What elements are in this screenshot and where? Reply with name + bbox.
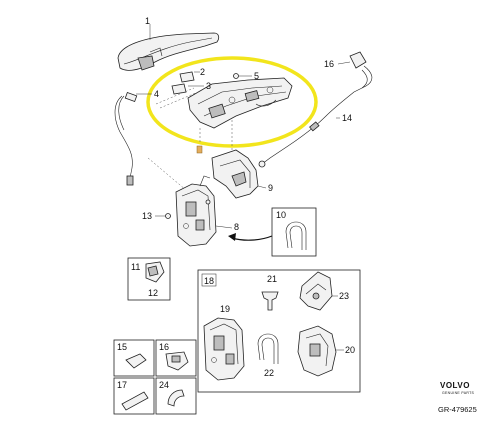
callout-13: 13 xyxy=(142,211,152,221)
callout-2: 2 xyxy=(200,67,205,77)
callout-21: 21 xyxy=(267,274,277,284)
part-10-box: 10 xyxy=(271,207,317,257)
callout-3: 3 xyxy=(206,81,211,91)
part-1-outer-handle: 1 xyxy=(117,16,220,71)
part-22-hose: 22 xyxy=(257,333,279,378)
part-11-box: 11 12 xyxy=(127,257,171,301)
part-2-gasket: 2 3 xyxy=(155,67,211,109)
callout-5: 5 xyxy=(254,71,259,81)
part-9-bracket: 9 xyxy=(211,149,273,199)
part-16-box: 16 xyxy=(155,339,197,377)
part-21-plug: 21 xyxy=(261,274,279,311)
callout-15: 15 xyxy=(117,342,127,352)
brand-subtitle: GENUINE PARTS xyxy=(442,391,475,395)
callout-16: 16 xyxy=(324,59,334,69)
part-20-housing: 20 xyxy=(297,325,355,377)
callout-16-box: 16 xyxy=(159,342,169,352)
part-18-box: 18 xyxy=(197,269,361,393)
part-7-lock-module xyxy=(175,175,217,247)
part-13-screw: 13 xyxy=(142,211,171,221)
part-3-handle-frame xyxy=(187,77,293,129)
part-6-fastener xyxy=(196,128,203,154)
callout-20: 20 xyxy=(345,345,355,355)
callout-4: 4 xyxy=(154,89,159,99)
callout-23: 23 xyxy=(339,291,349,301)
part-15-box: 15 xyxy=(113,339,155,377)
part-8-callout: 8 xyxy=(215,222,239,232)
pointer-arrow xyxy=(231,235,273,241)
part-16-clip: 16 xyxy=(324,51,367,69)
callout-11: 11 xyxy=(131,262,140,272)
callout-19: 19 xyxy=(220,304,230,314)
callout-10: 10 xyxy=(276,210,286,220)
callout-17: 17 xyxy=(117,380,127,390)
part-5-screw: 5 xyxy=(233,71,259,81)
callout-14: 14 xyxy=(342,113,352,123)
callout-18: 18 xyxy=(204,276,214,286)
part-23-bracket: 23 xyxy=(299,271,349,311)
volvo-logo: VOLVO GENUINE PARTS xyxy=(440,381,475,395)
callout-9: 9 xyxy=(268,183,273,193)
part-24-box: 24 xyxy=(155,377,197,415)
callout-1: 1 xyxy=(145,16,150,26)
part-17-box: 17 xyxy=(113,377,155,415)
callout-12: 12 xyxy=(148,288,158,298)
brand-name: VOLVO xyxy=(440,381,470,390)
part-4-cable: 4 xyxy=(114,89,159,186)
callout-22: 22 xyxy=(264,368,274,378)
callout-24: 24 xyxy=(159,380,169,390)
part-14-rod: 14 xyxy=(258,65,373,168)
part-19-lock: 19 xyxy=(203,304,245,381)
diagram-reference: GR-479625 xyxy=(438,405,477,414)
callout-8: 8 xyxy=(234,222,239,232)
